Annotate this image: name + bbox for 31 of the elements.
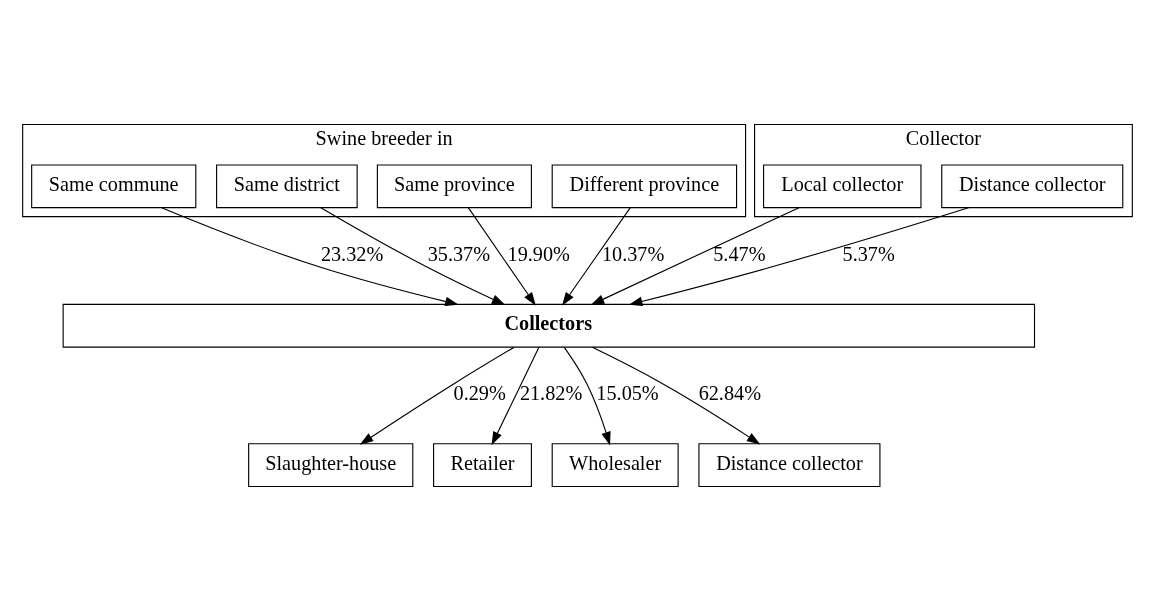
node-box: Distance collector: [941, 163, 1124, 208]
arrow: [590, 206, 800, 305]
node-box: Same commune: [31, 163, 197, 208]
edge-label: 5.37%: [842, 242, 895, 265]
arrow: [467, 206, 536, 306]
edge-label: 19.90%: [507, 242, 570, 265]
node-box: Different province: [551, 163, 738, 208]
node-box: Same district: [216, 163, 358, 208]
edge-label: 0.29%: [453, 381, 506, 404]
edge-label: 15.05%: [596, 381, 659, 404]
arrow: [320, 206, 506, 305]
arrow: [563, 346, 611, 445]
node-box: Distance collector: [698, 442, 881, 487]
node-box: Wholesaler: [551, 442, 679, 487]
edge-label: 35.37%: [427, 242, 491, 265]
arrow: [628, 206, 969, 306]
arrow: [591, 346, 761, 444]
node-box: Same province: [376, 163, 532, 208]
arrow: [161, 206, 459, 306]
node-box: Slaughter-house: [248, 442, 414, 487]
arrow: [491, 346, 540, 445]
edge-label: 21.82%: [519, 381, 583, 404]
edge-label: 62.84%: [698, 381, 762, 404]
arrow: [359, 346, 515, 445]
node-box: Retailer: [433, 442, 532, 487]
node-box: Local collector: [763, 163, 922, 208]
edge-label: 23.32%: [320, 242, 384, 265]
node-box: Collectors: [62, 303, 1036, 348]
edge-label: 5.47%: [713, 242, 766, 265]
edge-label: 10.37%: [601, 242, 665, 265]
arrow: [562, 206, 631, 306]
